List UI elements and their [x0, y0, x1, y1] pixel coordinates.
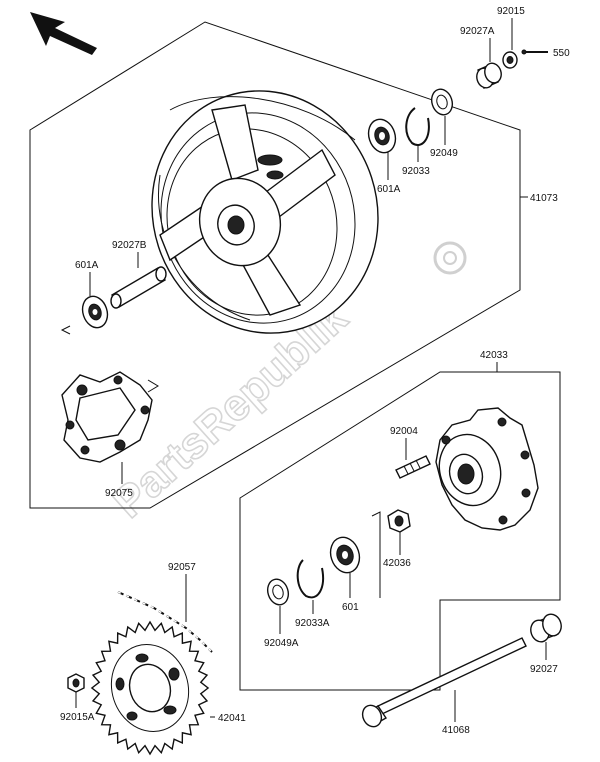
label-92057: 92057	[168, 562, 196, 573]
label-41073: 41073	[530, 193, 558, 204]
sprocket-42041	[90, 620, 210, 756]
collar-92027A	[476, 62, 502, 89]
wheel-group-outline	[29, 21, 521, 509]
label-92033A: 92033A	[295, 618, 330, 629]
bearing-601A-top	[367, 118, 397, 154]
hub-group-outline	[239, 371, 561, 691]
label-92075: 92075	[105, 488, 133, 499]
nut-92015A	[67, 673, 85, 693]
label-601A-left: 601A	[75, 260, 99, 271]
label-601A-top: 601A	[377, 184, 401, 195]
label-92049: 92049	[430, 148, 458, 159]
sprocket-hub-42033	[435, 407, 539, 531]
bearing-601A-left	[81, 295, 109, 329]
label-92027B: 92027B	[112, 240, 147, 251]
stud-92004	[395, 455, 431, 479]
label-42036: 42036	[383, 558, 411, 569]
collar-92027	[530, 613, 562, 643]
bearing-601	[329, 536, 361, 574]
direction-arrow-icon	[30, 12, 97, 55]
label-550: 550	[553, 48, 570, 59]
label-42033: 42033	[480, 350, 508, 361]
rear-wheel-41073	[151, 90, 379, 334]
collar-92049	[430, 88, 454, 116]
cotter-pin-550	[521, 49, 548, 55]
label-41068: 41068	[442, 725, 470, 736]
label-92027A: 92027A	[460, 26, 495, 37]
circlip-92033A	[296, 559, 324, 599]
collar-92027B	[110, 266, 167, 309]
nut-92015	[502, 51, 518, 69]
label-92015: 92015	[497, 6, 525, 17]
label-42041: 42041	[218, 713, 246, 724]
label-92027: 92027	[530, 664, 558, 675]
damper-92075	[61, 371, 153, 463]
nut-42036	[387, 509, 411, 533]
label-92049A: 92049A	[264, 638, 299, 649]
label-92033: 92033	[402, 166, 430, 177]
circlip-92033	[405, 107, 430, 146]
label-92004: 92004	[390, 426, 418, 437]
watermark-gear-icon	[433, 241, 467, 275]
axle-41068	[361, 637, 527, 728]
chain-92057	[117, 591, 213, 653]
collar-92049A	[266, 578, 290, 606]
label-92015A: 92015A	[60, 712, 95, 723]
label-601: 601	[342, 602, 359, 613]
